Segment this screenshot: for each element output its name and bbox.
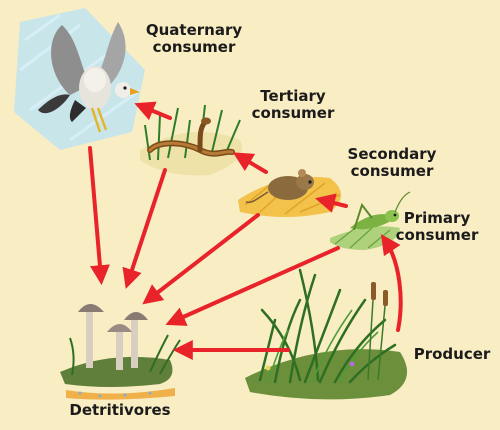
label-primary-line1: Primary [403,209,471,227]
grass-plant-icon [245,268,408,400]
label-detritivores-line1: Detritivores [69,401,171,419]
label-secondary-consumer: Secondary consumer [342,146,442,180]
arrow-primary-to-detritivores [165,246,340,326]
label-secondary-line2: consumer [350,162,434,180]
snake-icon [140,104,242,176]
mouse-icon [238,169,341,217]
label-secondary-line1: Secondary [347,145,437,163]
arrow-secondary-to-detritivores [142,213,260,305]
bird-of-prey-icon [14,8,145,150]
label-detritivores: Detritivores [60,402,180,419]
label-primary-consumer: Primary consumer [392,210,482,244]
arrow-producer-to-primary [380,234,403,332]
label-tertiary-line1: Tertiary [260,87,326,105]
arrow-tertiary-to-detritivores [122,168,167,289]
label-tertiary-consumer: Tertiary consumer [248,88,338,122]
label-producer: Producer [412,346,492,363]
label-producer-line1: Producer [413,345,491,363]
mushroom-icon [60,304,181,400]
label-quaternary-consumer: Quaternary consumer [140,22,248,56]
arrow-secondary-to-tertiary [232,152,268,174]
label-quaternary-line2: consumer [152,38,236,56]
label-quaternary-line1: Quaternary [145,21,243,39]
label-primary-line2: consumer [395,226,479,244]
label-tertiary-line2: consumer [251,104,335,122]
arrow-quaternary-to-detritivores [88,146,110,286]
arrow-tertiary-to-quaternary [134,101,172,121]
arrow-primary-to-secondary [315,193,348,213]
